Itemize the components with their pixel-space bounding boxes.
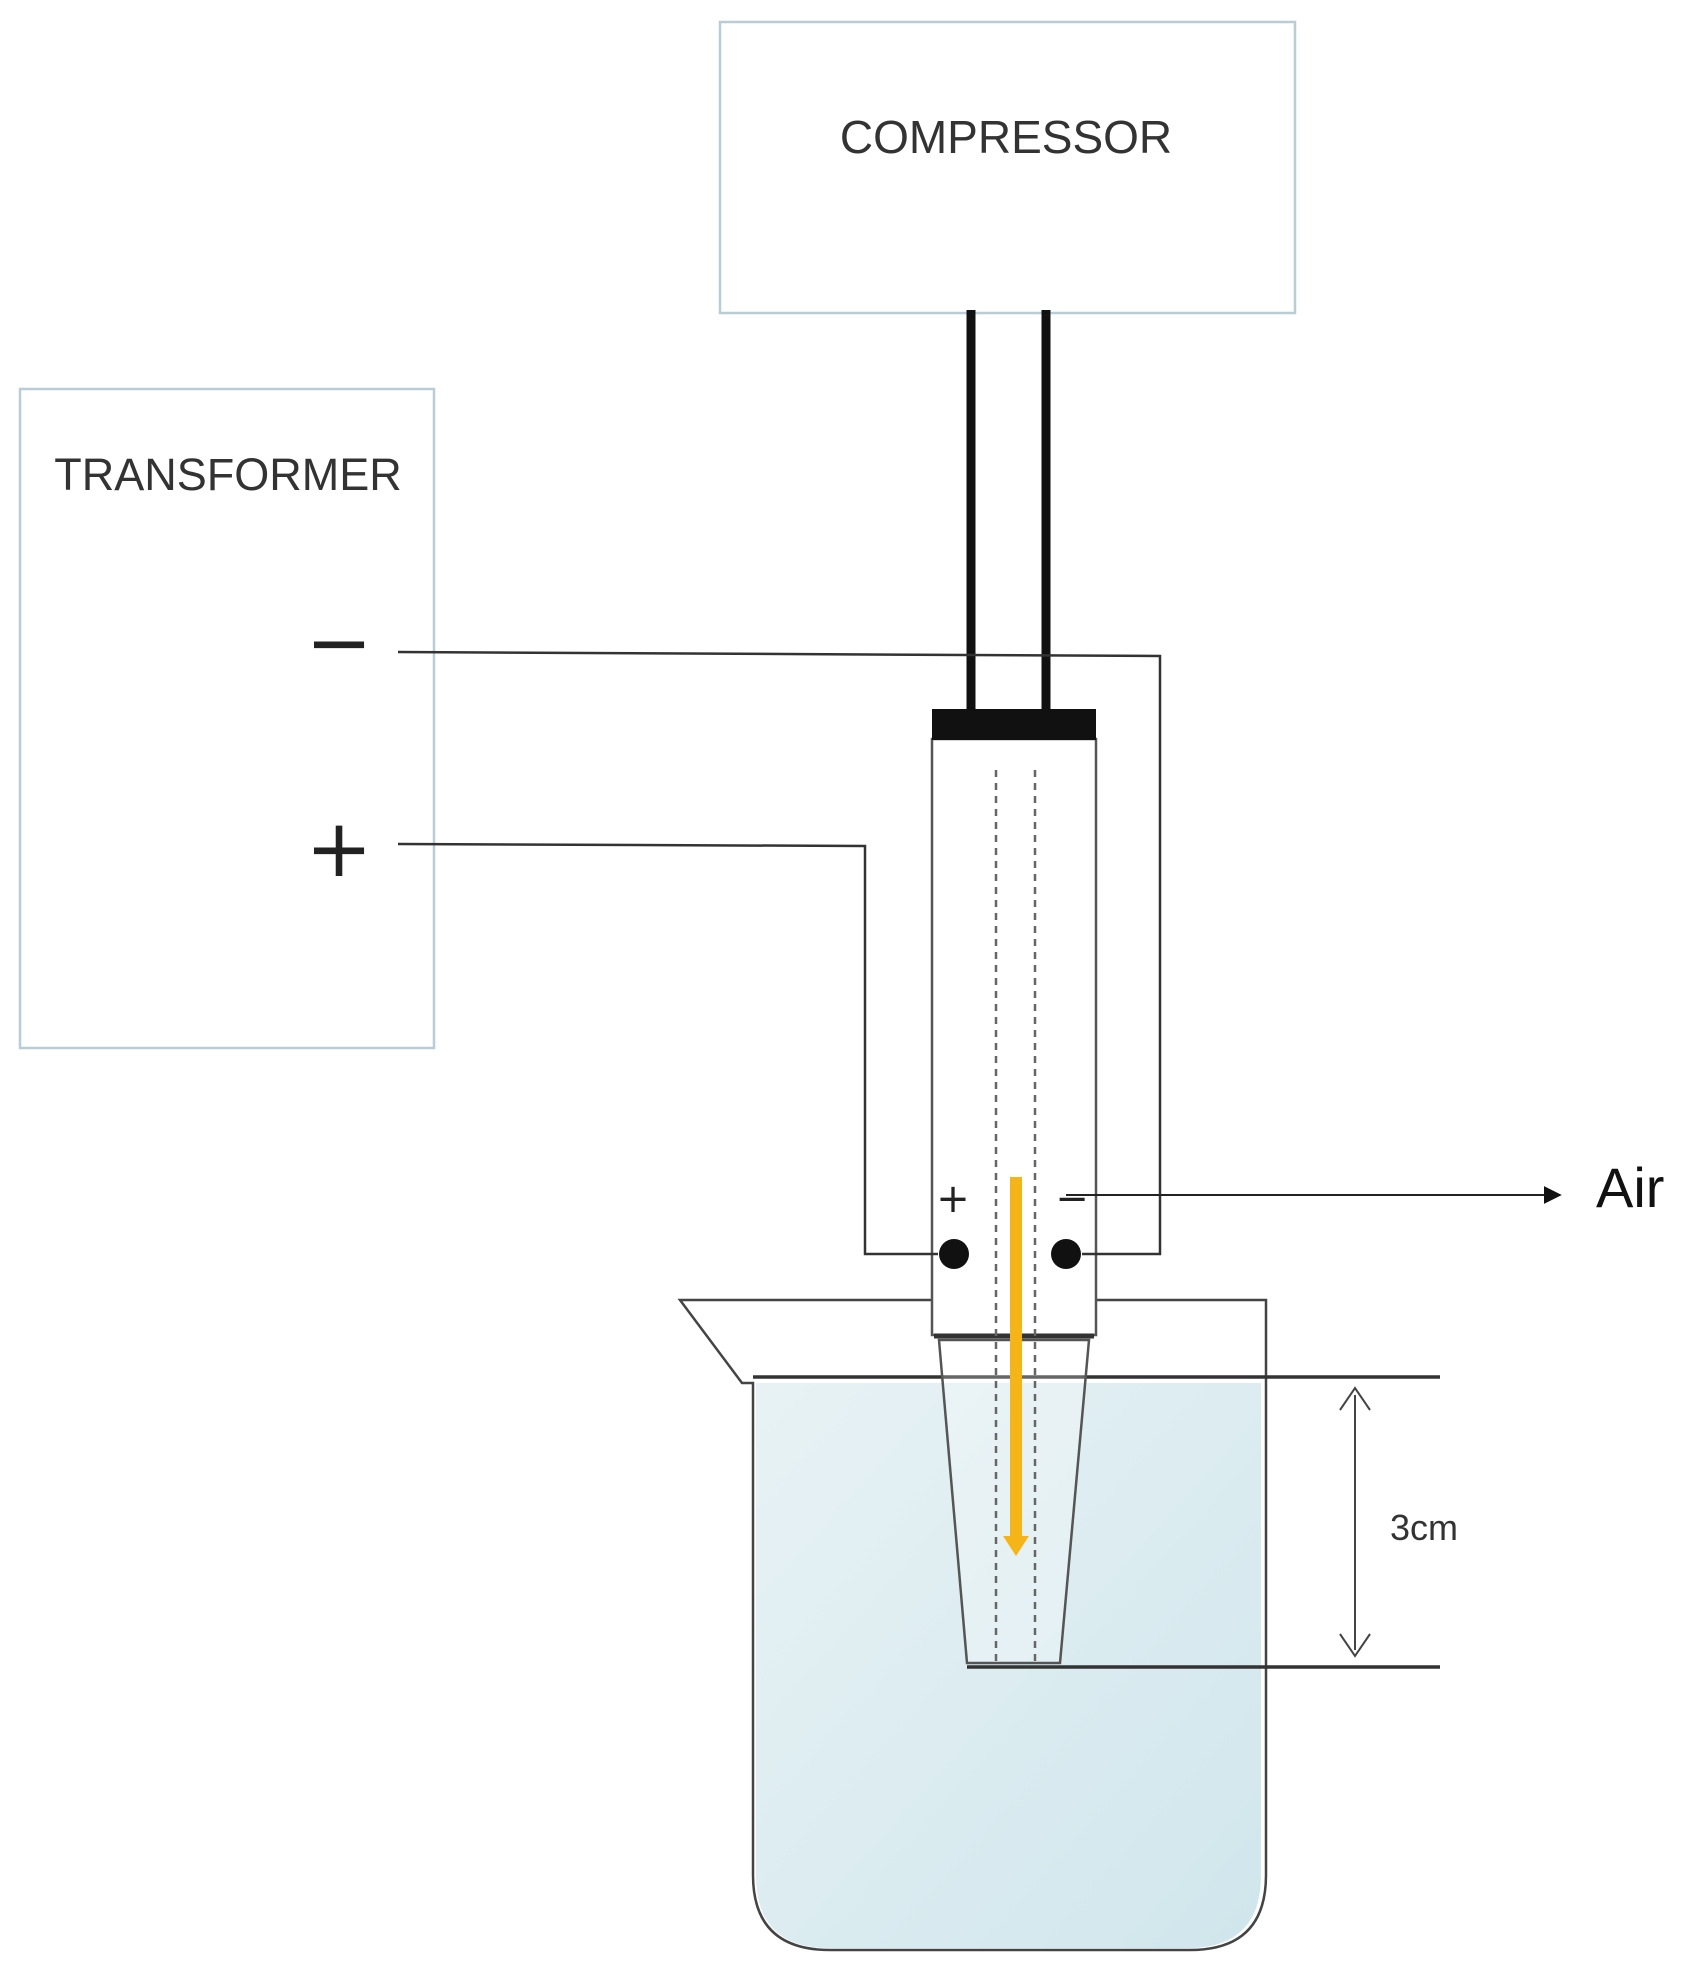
- distance-dimension: 3cm: [967, 1386, 1458, 1669]
- compressor-box: [718, 20, 1297, 315]
- wiring: [397, 650, 1162, 1256]
- dimension-arrow-top: [1339, 1386, 1371, 1411]
- electrode-negative: [1051, 1239, 1081, 1269]
- torch-negative-sign: −: [1055, 1176, 1089, 1222]
- beaker-outline: [677, 1298, 1268, 1952]
- compressor-label: COMPRESSOR: [840, 111, 1172, 163]
- positive-wire: [397, 842, 938, 1256]
- torch-cap: [932, 709, 1096, 740]
- plasma-jet: [1003, 1177, 1029, 1556]
- air-label: Air: [1596, 1156, 1664, 1219]
- electrode-positive: [939, 1239, 969, 1269]
- compressor: COMPRESSOR: [718, 20, 1297, 315]
- transformer: TRANSFORMER − +: [18, 387, 436, 1050]
- transformer-negative-sign: −: [305, 596, 372, 689]
- dimension-arrow-bottom: [1339, 1633, 1371, 1658]
- torch-positive-sign: +: [936, 1176, 970, 1222]
- transformer-positive-sign: +: [305, 802, 372, 895]
- transformer-label: TRANSFORMER: [54, 449, 402, 500]
- air-outlet: Air: [1066, 1156, 1664, 1219]
- plasma-jet-arrowhead: [1003, 1536, 1029, 1556]
- negative-wire: [397, 650, 1162, 1256]
- air-tubes: [966, 310, 1051, 709]
- transformer-box: [18, 387, 436, 1050]
- distance-label: 3cm: [1390, 1507, 1458, 1548]
